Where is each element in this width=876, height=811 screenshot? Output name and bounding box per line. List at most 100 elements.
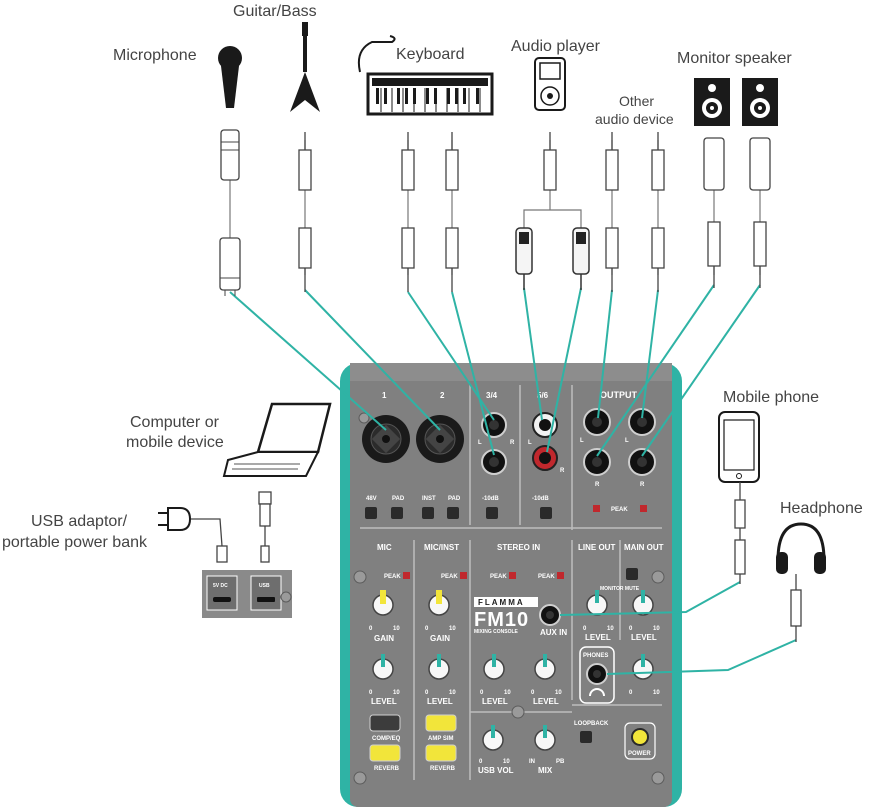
plug-tips xyxy=(304,132,761,292)
main-out-r-jack[interactable] xyxy=(628,448,656,476)
ch56-level-knob[interactable] xyxy=(534,654,556,680)
line-out-l-jack[interactable] xyxy=(583,408,611,436)
label-audio-player: Audio player xyxy=(511,38,601,55)
svg-text:FM10: FM10 xyxy=(474,609,529,631)
section-mic: MIC xyxy=(377,543,392,552)
rca-plug-white xyxy=(515,227,533,290)
ch2-label: 2 xyxy=(440,391,445,400)
main-out-level-knob[interactable] xyxy=(632,590,654,616)
label-mobile-phone: Mobile phone xyxy=(723,389,819,406)
mic-gain-label: GAIN xyxy=(374,634,394,643)
label-usb-2: portable power bank xyxy=(2,534,148,551)
amp-sim-button[interactable] xyxy=(425,714,457,732)
usb-cable xyxy=(190,491,272,563)
comp-eq-button[interactable] xyxy=(369,714,401,732)
reverb-button-ch1[interactable] xyxy=(369,744,401,762)
main-out-level-label: LEVEL xyxy=(631,633,657,642)
svg-text:FLAMMA: FLAMMA xyxy=(478,598,525,607)
ch56-level-label: LEVEL xyxy=(533,697,559,706)
power-button[interactable] xyxy=(631,728,649,746)
micinst-gain-knob[interactable] xyxy=(428,590,450,616)
ch2-peak-led xyxy=(460,572,467,579)
usb-box-usb-label: USB xyxy=(259,583,270,589)
keyboard-icon xyxy=(357,35,494,116)
label-computer-2: mobile device xyxy=(126,434,224,451)
phones-jack[interactable] xyxy=(586,663,608,685)
mix-in-label: IN xyxy=(529,759,535,765)
rca-jack-5-side-label: L xyxy=(528,440,532,446)
jack-4[interactable] xyxy=(481,449,507,475)
line-out-level-max: 10 xyxy=(607,626,614,632)
aux-in-jack[interactable] xyxy=(539,604,561,626)
monitor-mute-switch[interactable] xyxy=(626,568,638,580)
ch1-peak-label: PEAK xyxy=(384,574,401,580)
ch34-level-max: 10 xyxy=(504,690,511,696)
monitor-mute-label: MONITOR MUTE xyxy=(600,586,640,592)
line-out-r-jack[interactable] xyxy=(583,448,611,476)
main-out-level-min: 0 xyxy=(629,626,633,632)
phones-level-min: 0 xyxy=(629,690,633,696)
label-keyboard: Keyboard xyxy=(396,46,465,63)
audio-player-icon xyxy=(534,57,566,111)
ch34-peak-label: PEAK xyxy=(490,574,507,580)
ch34-level-label: LEVEL xyxy=(482,697,508,706)
usb-vol-min: 0 xyxy=(479,759,483,765)
xlr-female-connector xyxy=(220,129,240,181)
phones-level-knob[interactable] xyxy=(632,654,654,680)
usb-box-5vdc-label: 5V DC xyxy=(213,583,228,589)
brand-logo: FLAMMA FM10 MIXING CONSOLE xyxy=(474,597,538,635)
line-out-level-knob[interactable] xyxy=(586,590,608,616)
label-microphone: Microphone xyxy=(113,47,197,64)
output-peak-led-r xyxy=(640,505,647,512)
teal-connection-lines xyxy=(229,284,797,675)
pad-switch[interactable] xyxy=(391,507,403,519)
aux-in-label: AUX IN xyxy=(540,628,567,637)
label-usb-1: USB adaptor/ xyxy=(31,513,128,530)
main-out-level-max: 10 xyxy=(653,626,660,632)
phones-level-max: 10 xyxy=(653,690,660,696)
phones-frame xyxy=(579,646,615,704)
main-out-l-jack[interactable] xyxy=(628,408,656,436)
label-other-device-1: Other xyxy=(619,93,654,109)
monitor-xlr-connectors xyxy=(703,137,771,191)
rca-jack-6[interactable] xyxy=(532,445,558,471)
minus10db-34-switch[interactable] xyxy=(486,507,498,519)
reverb-label-ch1: REVERB xyxy=(374,766,400,772)
label-headphone: Headphone xyxy=(780,500,863,517)
line-out-r-label: R xyxy=(595,482,600,488)
mix-knob[interactable] xyxy=(534,725,556,751)
ch34-level-knob[interactable] xyxy=(483,654,505,680)
power-label: POWER xyxy=(628,751,651,757)
pad2-label: PAD xyxy=(448,496,461,502)
reverb-button-ch2[interactable] xyxy=(425,744,457,762)
headphone-icon xyxy=(589,688,605,697)
micinst-level-knob[interactable] xyxy=(428,654,450,680)
headphone-device-icon xyxy=(776,522,826,574)
combo-jack-2[interactable] xyxy=(416,415,464,463)
minus10db-56-switch[interactable] xyxy=(540,507,552,519)
output-label: OUTPUT xyxy=(600,390,638,400)
reverb-label-ch2: REVERB xyxy=(430,766,456,772)
ch56-level-min: 0 xyxy=(531,690,535,696)
ch34-label: 3/4 xyxy=(486,391,498,400)
inst-switch[interactable] xyxy=(422,507,434,519)
micinst-level-min: 0 xyxy=(425,690,429,696)
monitor-speaker-right-icon xyxy=(742,78,778,126)
ch1-label: 1 xyxy=(382,391,387,400)
jack-3-side-label: L xyxy=(478,440,482,446)
section-mic-inst: MIC/INST xyxy=(424,543,459,552)
ch34-level-min: 0 xyxy=(480,690,484,696)
loopback-switch[interactable] xyxy=(580,731,592,743)
xlr-male-connector xyxy=(219,237,241,296)
mic-gain-max: 10 xyxy=(393,626,400,632)
jack-4-side-label: R xyxy=(510,440,515,446)
mic-gain-min: 0 xyxy=(369,626,373,632)
48v-switch[interactable] xyxy=(365,507,377,519)
mic-level-knob[interactable] xyxy=(372,654,394,680)
mic-gain-knob[interactable] xyxy=(372,590,394,616)
main-out-l-label: L xyxy=(625,438,629,444)
usb-vol-knob[interactable] xyxy=(482,725,504,751)
pad2-switch[interactable] xyxy=(447,507,459,519)
combo-jack-1[interactable] xyxy=(362,415,410,463)
